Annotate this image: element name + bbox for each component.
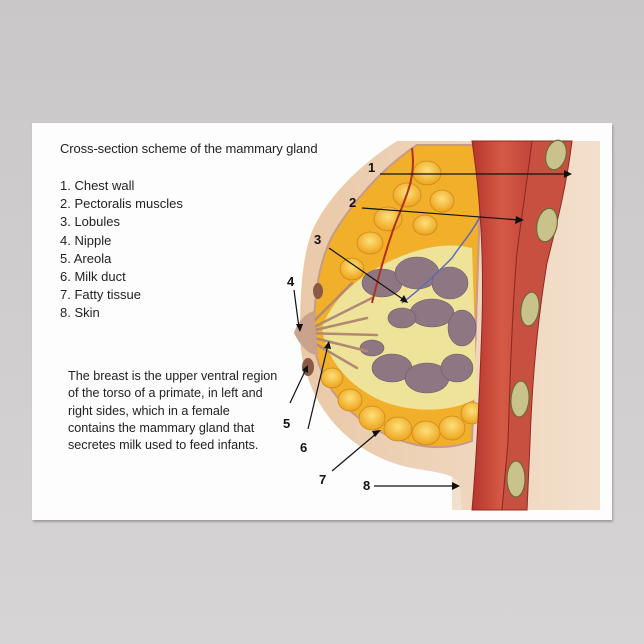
legend-item-skin: 8. Skin	[60, 305, 100, 321]
callout-lines	[289, 173, 568, 487]
callout-7: 7	[319, 472, 327, 487]
callout-8: 8	[363, 478, 371, 493]
vein	[401, 212, 483, 304]
legend-item-pectoralis: 2. Pectoralis muscles	[60, 196, 183, 212]
nipple	[294, 311, 318, 355]
legend-list: 1. Chest wall 2. Pectoralis muscles 3. L…	[60, 177, 183, 323]
lobules	[359, 256, 477, 394]
legend-item-milk-duct: 6. Milk duct	[60, 269, 126, 285]
areola-upper	[313, 283, 323, 299]
callout-2: 2	[349, 195, 357, 210]
legend-item-lobules: 3. Lobules	[60, 214, 120, 230]
callout-arrowheads	[296, 170, 572, 490]
mammary-cross-section-illustration	[289, 139, 600, 511]
callout-6: 6	[300, 440, 308, 455]
artery	[371, 147, 414, 304]
legend-item-chest-wall: 1. Chest wall	[60, 178, 135, 193]
legend-item-fatty-tissue: 7. Fatty tissue	[60, 287, 141, 303]
poster-title: Cross-section scheme of the mammary glan…	[60, 141, 318, 156]
ribs	[506, 139, 568, 498]
fat-lobes	[320, 160, 484, 446]
legend-item-areola: 5. Areola	[60, 250, 112, 266]
legend-item-nipple: 4. Nipple	[60, 232, 112, 248]
callout-3: 3	[314, 232, 322, 247]
callout-1: 1	[368, 160, 376, 175]
callout-4: 4	[287, 274, 295, 289]
poster: Cross-section scheme of the mammary glan…	[32, 123, 612, 520]
callout-5: 5	[283, 416, 291, 431]
description-text: The breast is the upper ventral region o…	[68, 369, 278, 453]
